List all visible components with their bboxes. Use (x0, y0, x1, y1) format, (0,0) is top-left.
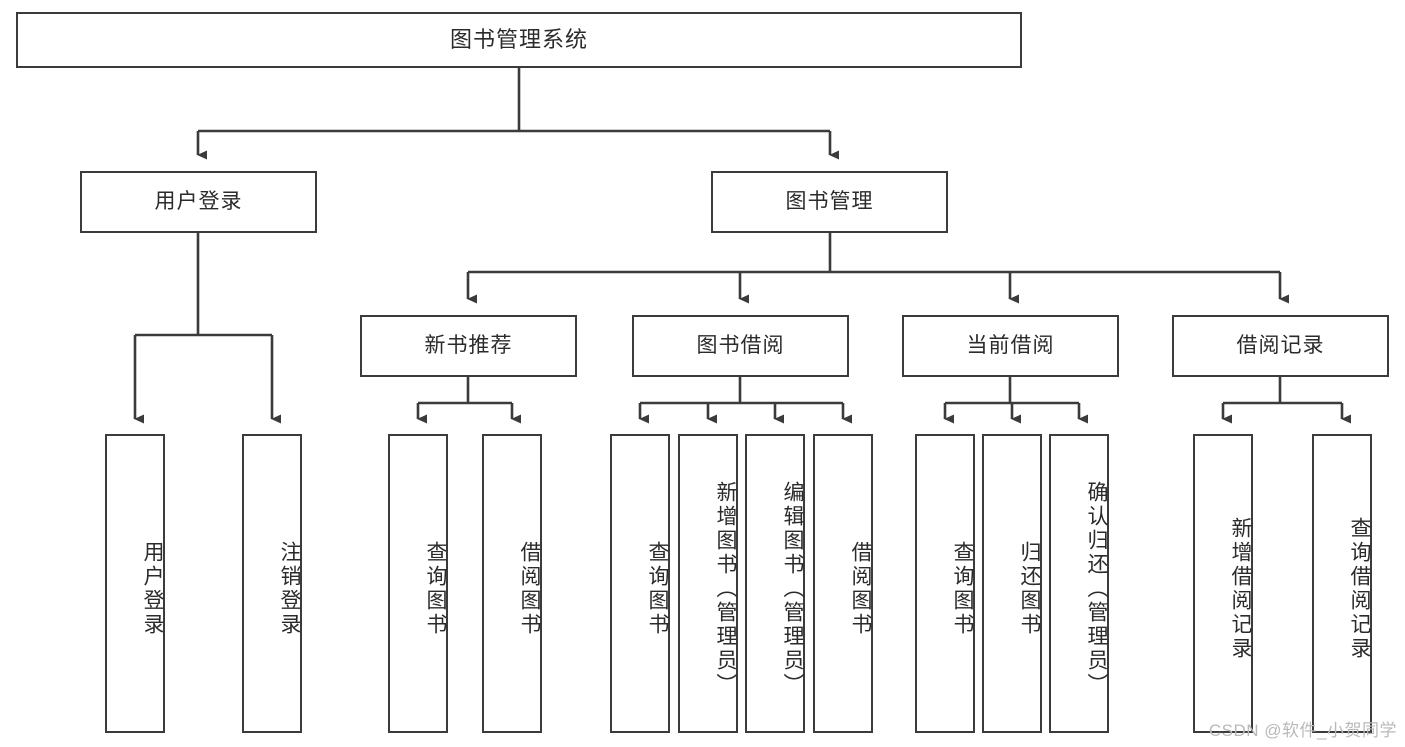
node-label: 用户登录 (154, 190, 243, 214)
leaf-edit-book-admin[interactable]: 编辑图书（管理员） (745, 434, 805, 733)
node-new-book-recommend[interactable]: 新书推荐 (360, 315, 577, 377)
leaf-add-borrow-record[interactable]: 新增借阅记录 (1193, 434, 1253, 733)
node-label: 当前借阅 (966, 334, 1055, 358)
leaf-logout-login[interactable]: 注销登录 (242, 434, 302, 733)
node-label: 查询图书 (951, 540, 974, 637)
node-book-management[interactable]: 图书管理 (711, 171, 948, 233)
node-borrow-record[interactable]: 借阅记录 (1172, 315, 1389, 377)
node-label: 图书借阅 (696, 334, 785, 358)
node-label: 查询图书 (424, 540, 447, 637)
node-user-login[interactable]: 用户登录 (80, 171, 317, 233)
watermark-text: CSDN @软件_小贺同学 (1208, 721, 1397, 740)
leaf-borrow-book-recommend[interactable]: 借阅图书 (482, 434, 542, 733)
node-label: 注销登录 (278, 540, 301, 637)
node-label: 借阅图书 (849, 540, 872, 637)
node-current-borrow[interactable]: 当前借阅 (902, 315, 1119, 377)
node-label: 编辑图书（管理员） (781, 480, 804, 697)
node-label: 借阅记录 (1236, 334, 1325, 358)
node-label: 新增借阅记录 (1229, 516, 1252, 661)
node-label: 新书推荐 (424, 334, 513, 358)
leaf-add-book-admin[interactable]: 新增图书（管理员） (678, 434, 738, 733)
leaf-return-book[interactable]: 归还图书 (982, 434, 1042, 733)
node-label: 图书管理系统 (449, 26, 588, 52)
node-label: 借阅图书 (518, 540, 541, 637)
node-root-system[interactable]: 图书管理系统 (16, 12, 1022, 68)
leaf-query-book-recommend[interactable]: 查询图书 (388, 434, 448, 733)
node-label: 图书管理 (785, 190, 874, 214)
leaf-query-book-current[interactable]: 查询图书 (915, 434, 975, 733)
leaf-confirm-return-admin[interactable]: 确认归还（管理员） (1049, 434, 1109, 733)
node-label: 归还图书 (1018, 540, 1041, 637)
node-label: 查询图书 (646, 540, 669, 637)
node-label: 新增图书（管理员） (714, 480, 737, 697)
node-label: 用户登录 (141, 540, 164, 637)
node-label: 确认归还（管理员） (1085, 480, 1108, 697)
node-book-borrow[interactable]: 图书借阅 (632, 315, 849, 377)
leaf-query-borrow-record[interactable]: 查询借阅记录 (1312, 434, 1372, 733)
leaf-user-login[interactable]: 用户登录 (105, 434, 165, 733)
leaf-borrow-book[interactable]: 借阅图书 (813, 434, 873, 733)
leaf-query-book-borrow[interactable]: 查询图书 (610, 434, 670, 733)
node-label: 查询借阅记录 (1348, 516, 1371, 661)
